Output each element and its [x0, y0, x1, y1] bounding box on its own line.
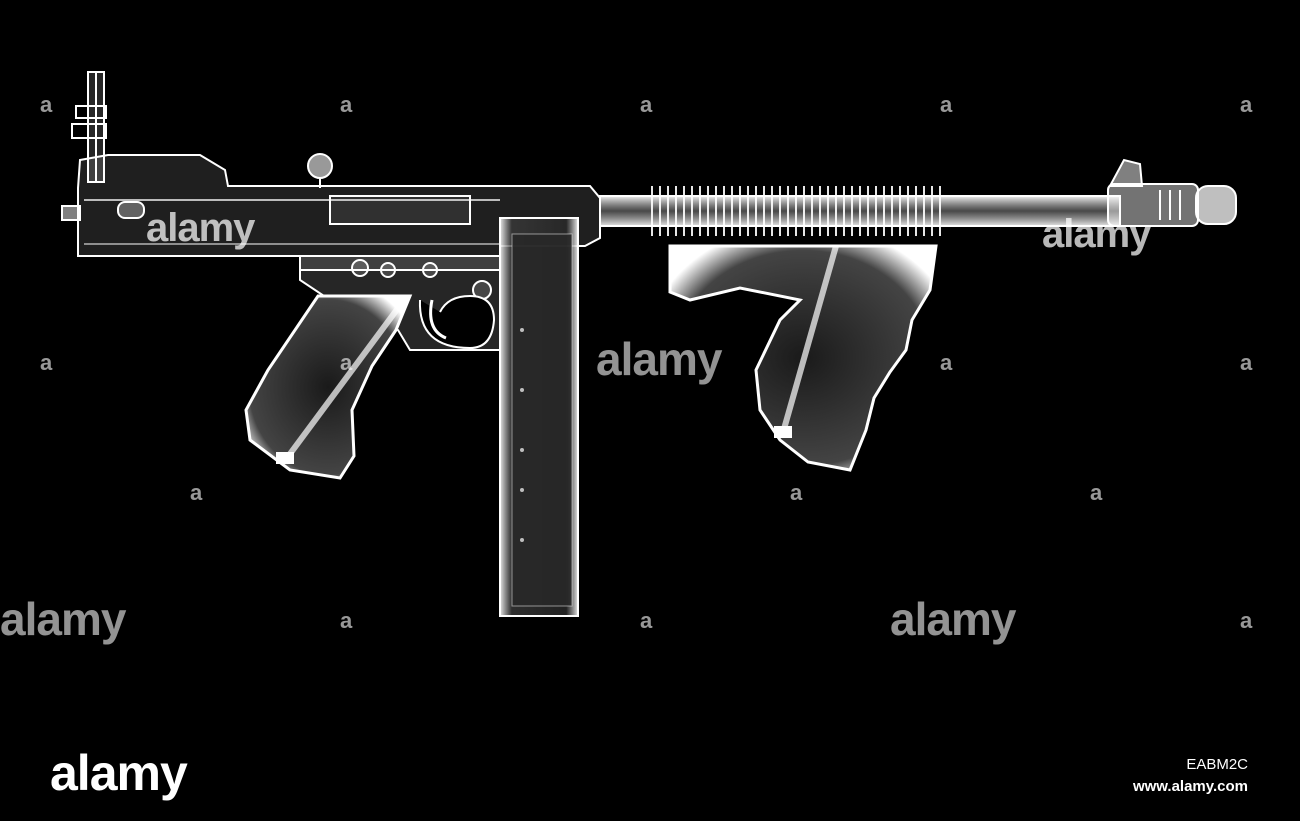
watermark-mark: a	[640, 608, 653, 633]
watermark-logo: alamy	[890, 593, 1016, 645]
muzzle-compensator	[1107, 158, 1237, 227]
magazine	[499, 217, 579, 617]
watermark-mark: a	[340, 92, 353, 117]
watermark-mark: a	[340, 608, 353, 633]
watermark-logo: alamy	[146, 206, 255, 250]
rear-sight	[71, 71, 107, 183]
fore-grip	[668, 244, 938, 472]
source-url-label: www.alamy.com	[1132, 778, 1248, 795]
receiver	[61, 153, 601, 271]
watermark-mark: a	[1240, 92, 1253, 117]
barrel	[599, 186, 1121, 236]
watermark-mark: a	[40, 92, 53, 117]
image-id-label: EABM2C	[1186, 756, 1248, 773]
pistol-grip	[244, 294, 413, 480]
watermark-mark: a	[190, 480, 203, 505]
watermark-mark: a	[940, 350, 953, 375]
watermark-logo: alamy	[0, 593, 126, 645]
watermark-mark: a	[340, 350, 353, 375]
watermark-mark: a	[1240, 608, 1253, 633]
alamy-logo: alamy	[50, 745, 188, 801]
watermark-mark: a	[790, 480, 803, 505]
watermark-mark: a	[640, 92, 653, 117]
watermark-mark: a	[40, 350, 53, 375]
watermark-logo: alamy	[596, 333, 722, 385]
watermark-mark: a	[940, 92, 953, 117]
watermark-mark: a	[1090, 480, 1103, 505]
watermark-mark: a	[1240, 350, 1253, 375]
watermark-logo: alamy	[1042, 212, 1151, 256]
